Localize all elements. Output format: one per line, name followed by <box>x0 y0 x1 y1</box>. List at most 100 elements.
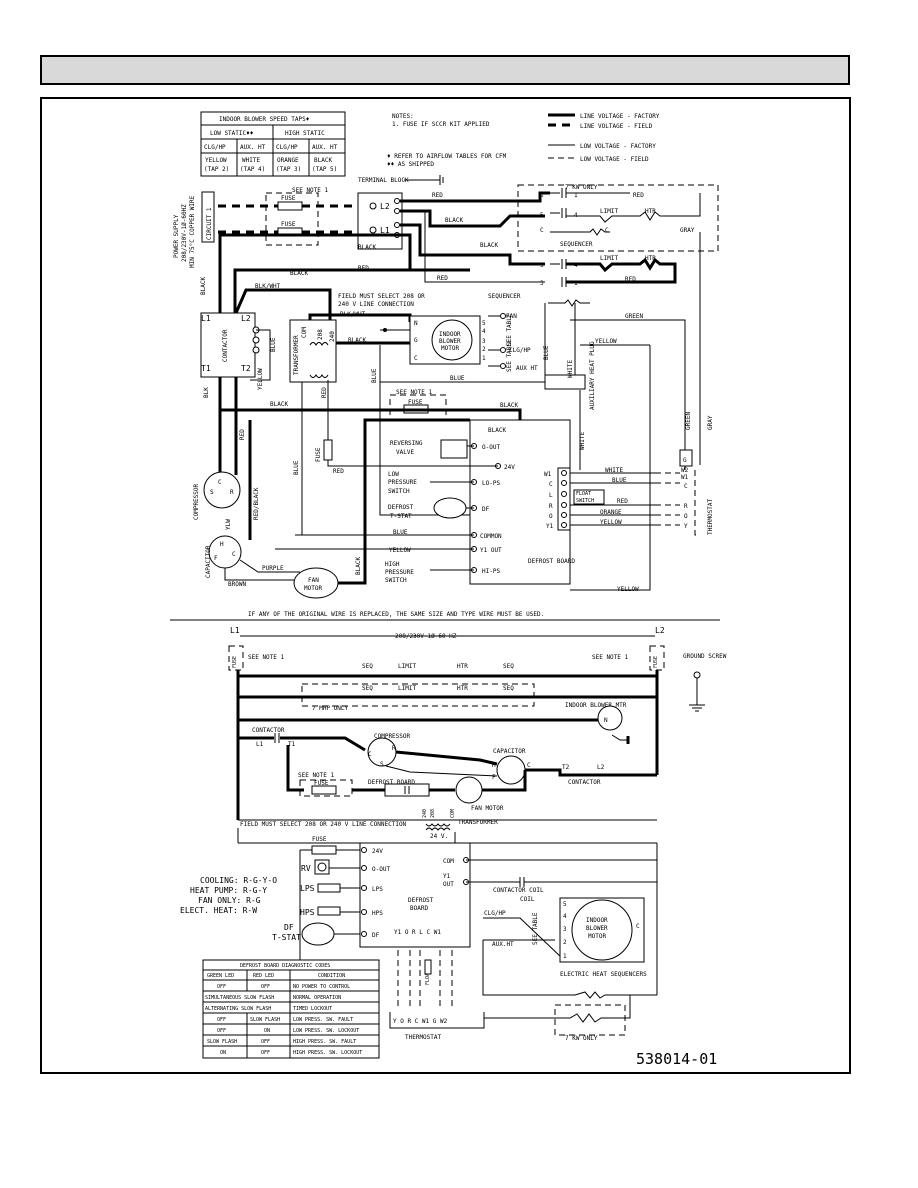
defrost-tstat <box>433 497 467 519</box>
svg-text:R: R <box>392 745 396 752</box>
svg-text:L2: L2 <box>380 202 390 211</box>
svg-text:BLOWER: BLOWER <box>439 338 461 345</box>
ladder-contactor-label-2: CONTACTOR <box>568 779 601 786</box>
capacitor-top: H F C CAPACITOR <box>205 535 242 578</box>
svg-text:L1: L1 <box>201 314 211 323</box>
diag-r1-c2: OFF <box>261 984 270 990</box>
auxht-tap-label: AUX HT <box>516 365 538 372</box>
power-supply-2: 208/230V-1Ø-60HZ <box>181 204 188 262</box>
svg-text:C: C <box>540 227 544 234</box>
diagram-frame <box>40 97 851 1074</box>
svg-text:Y1: Y1 <box>546 523 554 530</box>
wire-blue-3: BLUE <box>371 368 378 383</box>
svg-text:5: 5 <box>563 901 567 908</box>
svg-text:G: G <box>414 337 418 344</box>
htr-2-label: HTR <box>645 255 656 262</box>
svg-text:MOTOR: MOTOR <box>304 585 322 592</box>
legend-line-field: LINE VOLTAGE - FIELD <box>580 123 653 130</box>
svg-text:MOTOR: MOTOR <box>441 345 459 352</box>
see-note-1-mid: SEE NOTE 1 <box>396 389 433 396</box>
wire-white-3: WHITE <box>605 467 623 474</box>
wire-blk-1: BLK <box>203 387 210 398</box>
ladder-pin-oout: O-OUT <box>372 866 390 873</box>
svg-text:3: 3 <box>563 926 567 933</box>
wire-red-7: RED <box>321 387 328 398</box>
ladder-clghp: CLG/HP <box>484 910 506 917</box>
svg-text:T2: T2 <box>241 364 251 373</box>
ground-screw-label: GROUND SCREW <box>683 653 727 660</box>
ladder-pin-lps: LPS <box>372 886 383 893</box>
wire-black-11: BLACK <box>355 557 362 575</box>
svg-text:L: L <box>549 492 553 499</box>
note-refer: ♦ REFER TO AIRFLOW TABLES FOR CFM <box>387 153 507 160</box>
svg-text:R: R <box>684 503 688 510</box>
note-1: 1. FUSE IF SCCR KIT APPLIED <box>392 121 490 128</box>
ladder-t1: T1 <box>288 741 296 748</box>
ladder-blower-label: INDOOR BLOWER MTR <box>565 702 627 709</box>
ladder-see-table: SEE TABLE <box>532 912 539 945</box>
ladder-seq-1: SEQ <box>362 663 373 670</box>
o-out-label: O-OUT <box>482 444 500 451</box>
wire-gray-1: GRAY <box>680 227 695 234</box>
speed-r1-1: YELLOW <box>205 157 227 164</box>
wire-ylw-1: YLW <box>225 519 232 530</box>
ladder-note-1: SEE NOTE 1 <box>248 654 285 661</box>
wire-yellow-5: YELLOW <box>617 586 639 593</box>
see-note-1-top: SEE NOTE 1 <box>292 187 329 194</box>
wire-redblack-1: RED/BLACK <box>253 487 260 520</box>
diag-h3: CONDITION <box>318 973 345 979</box>
mode-cooling: COOLING: R-G-Y-O <box>200 876 277 885</box>
ladder-htr-1: HTR <box>457 663 468 670</box>
seven-kw-box <box>517 184 719 252</box>
svg-text:1: 1 <box>482 355 486 362</box>
defrost-board-label: DEFROST BOARD <box>528 558 575 565</box>
capacitor-label: CAPACITOR <box>205 545 212 578</box>
seven-kw-label: 7 KW ONLY <box>565 184 598 191</box>
diagnostic-table: DEFROST BOARD DIAGNOSTIC CODES GREEN LED… <box>202 959 380 1059</box>
ladder-t2: T2 <box>562 764 570 771</box>
diag-r3-c1: ALTERNATING SLOW FLASH <box>205 1006 271 1012</box>
svg-text:HIGH: HIGH <box>385 561 400 568</box>
ladder-field-select: FIELD MUST SELECT 208 OR 240 V LINE CONN… <box>240 821 407 828</box>
svg-text:C: C <box>636 923 640 930</box>
wire-black-7: BLACK <box>500 402 518 409</box>
diag-h1: GREEN LED <box>207 973 234 979</box>
svg-text:S: S <box>210 489 214 496</box>
ladder-l1-b: L1 <box>256 741 264 748</box>
field-select-top: FIELD MUST SELECT 208 OR <box>338 293 425 300</box>
diag-r5-c2: ON <box>264 1028 270 1034</box>
svg-text:C: C <box>684 483 688 490</box>
speed-r1-3: ORANGE <box>277 157 299 164</box>
power-supply-1: POWER SUPPLY <box>173 214 180 258</box>
ladder-voltage: 208/230V-1Ø-60 HZ <box>395 633 457 640</box>
hi-ps-label: HI-PS <box>482 568 500 575</box>
legend-low-factory: LOW VOLTAGE - FACTORY <box>580 143 656 150</box>
svg-text:G: G <box>683 457 687 464</box>
svg-text:L2: L2 <box>241 314 251 323</box>
wire-black-6: BLACK <box>348 337 366 344</box>
svg-text:5: 5 <box>540 262 544 269</box>
limit-1-label: LIMIT <box>600 208 618 215</box>
svg-text:R: R <box>549 503 553 510</box>
wire-green-1: GREEN <box>625 313 643 320</box>
svg-text:VALVE: VALVE <box>396 449 414 456</box>
wire-red-1: RED <box>432 192 443 199</box>
svg-text:240 V LINE CONNECTION: 240 V LINE CONNECTION <box>338 301 414 308</box>
svg-text:INDOOR: INDOOR <box>439 331 461 338</box>
sequencer-1-label: SEQUENCER <box>560 241 593 248</box>
diag-r6-c3: HIGH PRESS. SW. FAULT <box>293 1039 356 1045</box>
ladder-auxht: AUX.HT <box>492 941 514 948</box>
svg-text:OUT: OUT <box>443 881 454 888</box>
ladder-seq-2: SEQ <box>503 663 514 670</box>
svg-text:Y: Y <box>684 523 688 530</box>
line-legend: LINE VOLTAGE - FACTORY LINE VOLTAGE - FI… <box>548 113 660 163</box>
speed-col-4: AUX. HT <box>312 144 338 151</box>
header-bar <box>40 55 850 85</box>
wire-blkwht-2: BLK/WHT <box>340 311 366 318</box>
note-shipped: ♦♦ AS SHIPPED <box>387 161 434 168</box>
svg-text:SWITCH: SWITCH <box>388 488 410 495</box>
svg-text:3: 3 <box>482 338 486 345</box>
wire-brown-1: BROWN <box>228 581 246 588</box>
ladder-l2-b: L2 <box>597 764 605 771</box>
fuse-kit-box <box>265 192 319 246</box>
